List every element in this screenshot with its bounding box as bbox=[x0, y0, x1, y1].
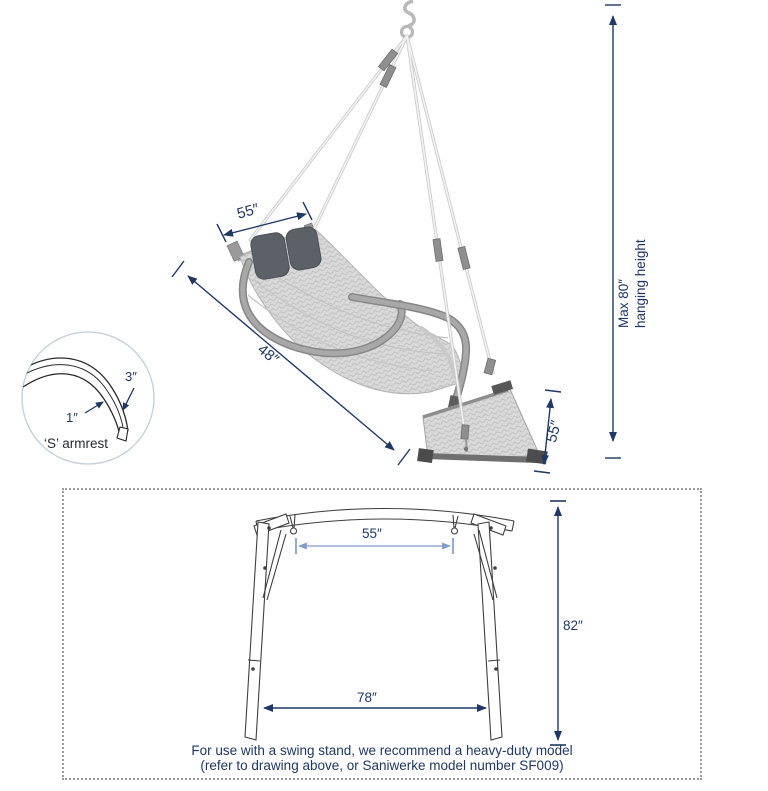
headrest-pillows bbox=[250, 226, 322, 280]
bolt-dots bbox=[251, 526, 498, 671]
stand-recommendation-note: For use with a swing stand, we recommend… bbox=[64, 743, 700, 773]
dim-label-stand-base: 78″ bbox=[357, 690, 377, 705]
chair-dimension-lines bbox=[171, 4, 621, 474]
hammock-chair-drawing bbox=[21, 0, 621, 474]
swing-stand-drawing bbox=[244, 500, 566, 746]
footrest-panel bbox=[417, 380, 548, 465]
dim-label-stand-height: 82″ bbox=[563, 618, 583, 633]
stand-note-line2: (refer to drawing above, or Saniwerke mo… bbox=[200, 758, 564, 773]
rope-clips bbox=[377, 48, 497, 453]
dim-label-hanging-height: Max 80″ hanging height bbox=[615, 228, 649, 328]
stand-note-line1: For use with a swing stand, we recommend… bbox=[191, 743, 573, 758]
hanging-hook-icon bbox=[399, 0, 416, 40]
dim-label-hook-spacing: 55″ bbox=[362, 526, 382, 541]
suspension-ropes bbox=[248, 34, 495, 443]
armrest-inset-drawing bbox=[21, 331, 155, 465]
hanging-height-line2: hanging height bbox=[633, 239, 648, 328]
stand-frame bbox=[244, 507, 515, 741]
stand-hook-icons bbox=[289, 514, 459, 535]
stand-recommendation-box: For use with a swing stand, we recommend… bbox=[62, 488, 702, 780]
stand-dimension-lines bbox=[263, 500, 566, 746]
armrest-inset-caption: ‘S’ armrest bbox=[44, 436, 109, 451]
hanging-height-line1: Max 80″ bbox=[616, 278, 631, 328]
dim-label-tube-width: 3″ bbox=[125, 369, 137, 384]
dim-label-tube-thickness: 1″ bbox=[66, 410, 78, 425]
